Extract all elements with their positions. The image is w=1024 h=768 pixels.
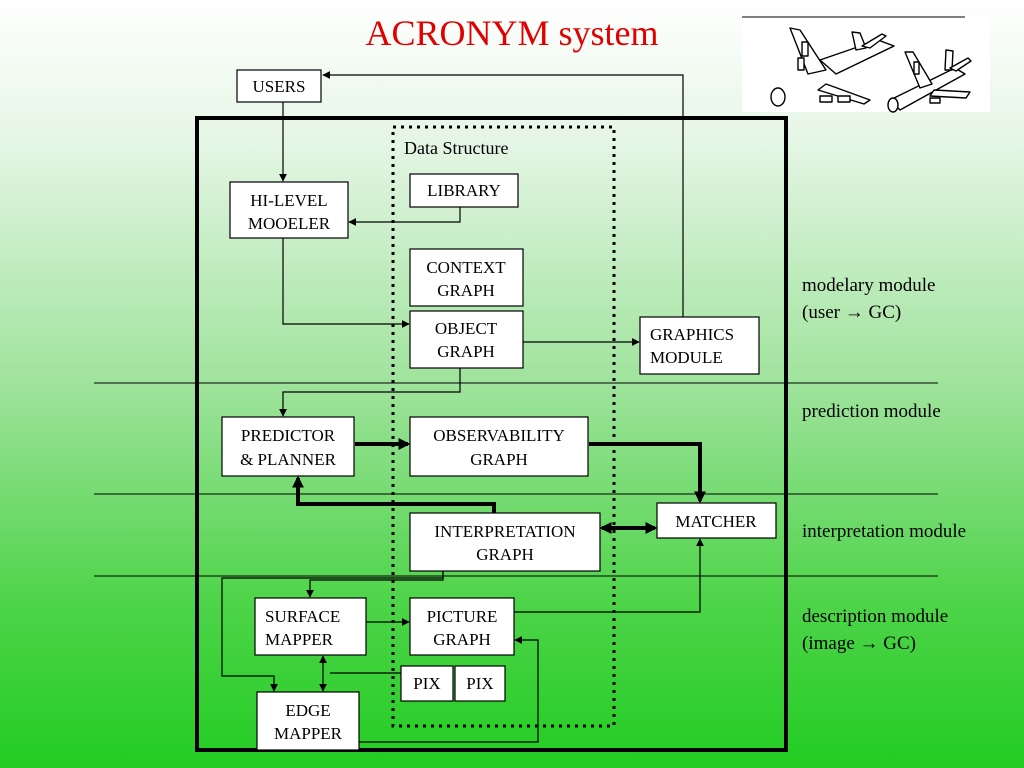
svg-text:OBSERVABILITY: OBSERVABILITY <box>433 426 565 445</box>
svg-text:prediction module: prediction module <box>802 401 941 422</box>
svg-text:GRAPH: GRAPH <box>476 545 534 564</box>
svg-text:MOOELER: MOOELER <box>248 214 331 233</box>
box-observability-graph: OBSERVABILITY GRAPH <box>409 416 589 477</box>
connectors-thick <box>292 438 706 534</box>
box-hilevel-modeler: HI-LEVEL MOOELER <box>229 181 349 239</box>
box-edge-mapper: EDGE MAPPER <box>256 691 360 751</box>
svg-text:SURFACE: SURFACE <box>265 607 340 626</box>
svg-text:MAPPER: MAPPER <box>274 724 343 743</box>
svg-text:MATCHER: MATCHER <box>675 512 757 531</box>
svg-text:CONTEXT: CONTEXT <box>426 258 506 277</box>
svg-text:GRAPH: GRAPH <box>433 630 491 649</box>
connectors-thin <box>221 71 704 743</box>
svg-text:GRAPH: GRAPH <box>437 281 495 300</box>
svg-text:GRAPH: GRAPH <box>470 450 528 469</box>
svg-text:MAPPER: MAPPER <box>265 630 334 649</box>
svg-text:description module: description module <box>802 606 948 627</box>
svg-text:PICTURE: PICTURE <box>427 607 498 626</box>
box-graphics-module: GRAPHICS MODULE <box>639 316 760 375</box>
module-label-prediction: prediction module <box>802 401 941 422</box>
svg-text:OBJECT: OBJECT <box>435 319 498 338</box>
airplane-large-icon <box>770 27 895 107</box>
slide-title: ACRONYM system <box>365 13 658 53</box>
box-picture-graph: PICTURE GRAPH <box>409 597 515 656</box>
airplane-image <box>742 16 990 113</box>
box-surface-mapper: SURFACE MAPPER <box>254 597 367 656</box>
svg-text:PREDICTOR: PREDICTOR <box>241 426 336 445</box>
svg-text:INTERPRETATION: INTERPRETATION <box>434 522 575 541</box>
svg-text:EDGE: EDGE <box>285 701 330 720</box>
box-pix-1: PIX <box>400 665 454 702</box>
svg-text:modelary module: modelary module <box>802 275 936 296</box>
svg-text:GRAPH: GRAPH <box>437 342 495 361</box>
svg-text:interpretation module: interpretation module <box>802 521 966 542</box>
box-library: LIBRARY <box>409 173 519 208</box>
svg-text:& PLANNER: & PLANNER <box>240 450 337 469</box>
svg-text:PIX: PIX <box>413 674 440 693</box>
box-object-graph: OBJECT GRAPH <box>409 310 524 369</box>
svg-text:LIBRARY: LIBRARY <box>427 181 501 200</box>
airplane-small-icon <box>887 49 972 113</box>
svg-text:(image → GC): (image → GC) <box>802 633 916 654</box>
box-users: USERS <box>236 69 322 103</box>
system-frame <box>195 116 788 752</box>
svg-text:GRAPHICS: GRAPHICS <box>650 325 734 344</box>
module-label-description: description module (image → GC) <box>802 606 948 654</box>
svg-text:USERS: USERS <box>253 77 306 96</box>
data-structure-region <box>391 125 616 728</box>
module-label-modelary: modelary module (user → GC) <box>802 275 936 323</box>
box-context-graph: CONTEXT GRAPH <box>409 248 524 307</box>
svg-text:PIX: PIX <box>466 674 493 693</box>
svg-text:(user → GC): (user → GC) <box>802 302 901 323</box>
module-label-interpretation: interpretation module <box>802 521 966 542</box>
data-structure-label: Data Structure <box>404 138 508 158</box>
svg-text:HI-LEVEL: HI-LEVEL <box>250 191 327 210</box>
svg-text:MODULE: MODULE <box>650 348 723 367</box>
box-matcher: MATCHER <box>656 502 777 539</box>
box-predictor-planner: PREDICTOR & PLANNER <box>221 416 355 477</box>
box-interpretation-graph: INTERPRETATION GRAPH <box>409 512 601 572</box>
box-pix-2: PIX <box>454 665 506 702</box>
